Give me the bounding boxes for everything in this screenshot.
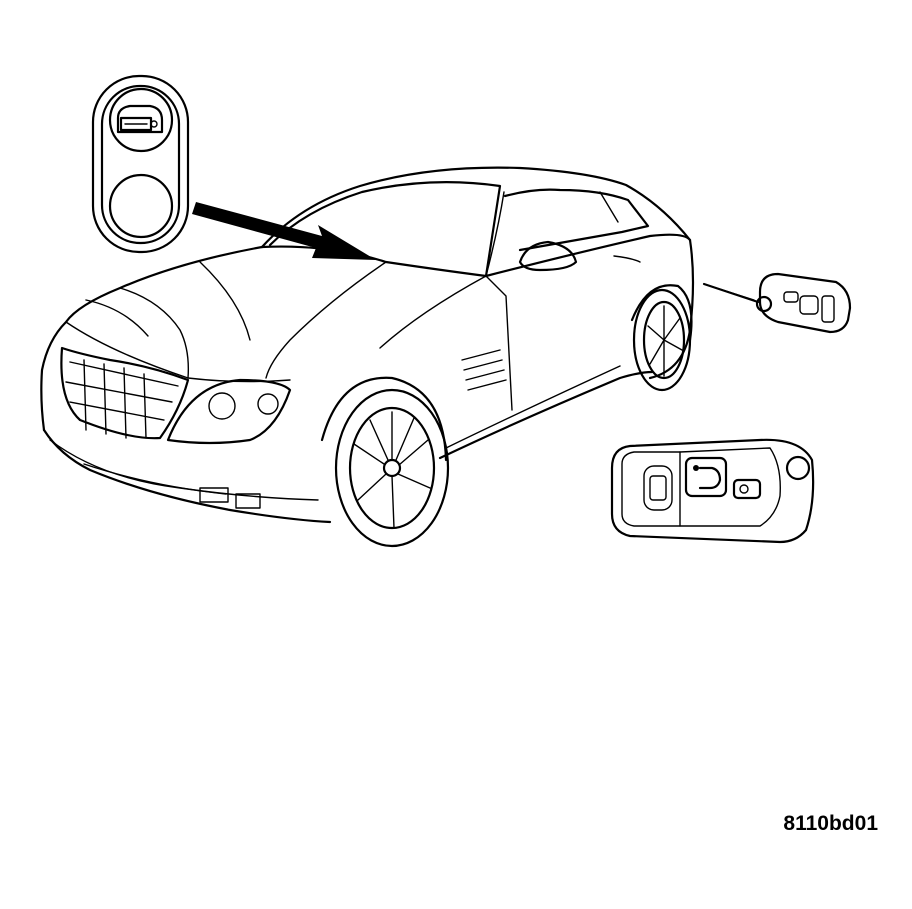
vehicle-coupe-icon <box>40 166 695 548</box>
folding-key-fob-icon <box>702 272 852 334</box>
figure-reference-code: 8110bd01 <box>783 812 878 835</box>
key-fob-detail-icon <box>610 438 815 544</box>
door-lock-switch-icon <box>91 74 190 254</box>
